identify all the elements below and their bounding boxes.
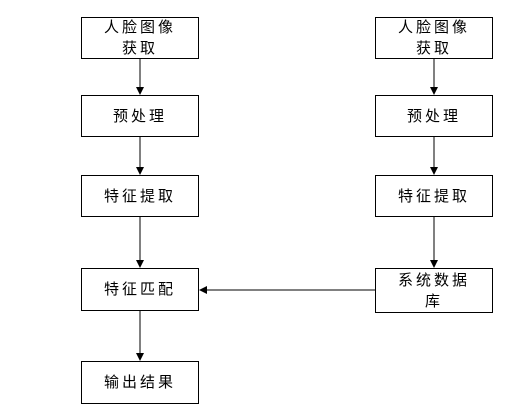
feature-matching-box: 特征匹配 [81, 268, 199, 311]
left-face-image-capture-box: 人脸图像 获取 [81, 17, 199, 59]
system-database-label: 系统数据 库 [397, 270, 470, 310]
output-result-box: 输出结果 [81, 361, 199, 404]
left-feature-extraction-box: 特征提取 [81, 175, 199, 217]
right-face-image-capture-label: 人脸图像 获取 [397, 18, 470, 57]
right-face-image-capture-box: 人脸图像 获取 [375, 17, 493, 59]
right-preprocess-box: 预处理 [375, 95, 493, 137]
left-feature-extraction-label: 特征提取 [103, 186, 176, 205]
right-feature-extraction-box: 特征提取 [375, 175, 493, 217]
left-preprocess-box: 预处理 [81, 95, 199, 137]
system-database-box: 系统数据 库 [375, 268, 493, 313]
left-face-image-capture-label: 人脸图像 获取 [103, 18, 176, 57]
left-preprocess-label: 预处理 [112, 106, 167, 125]
right-feature-extraction-label: 特征提取 [397, 186, 470, 205]
output-result-label: 输出结果 [103, 373, 176, 391]
feature-matching-label: 特征匹配 [103, 280, 176, 298]
right-preprocess-label: 预处理 [406, 106, 461, 125]
